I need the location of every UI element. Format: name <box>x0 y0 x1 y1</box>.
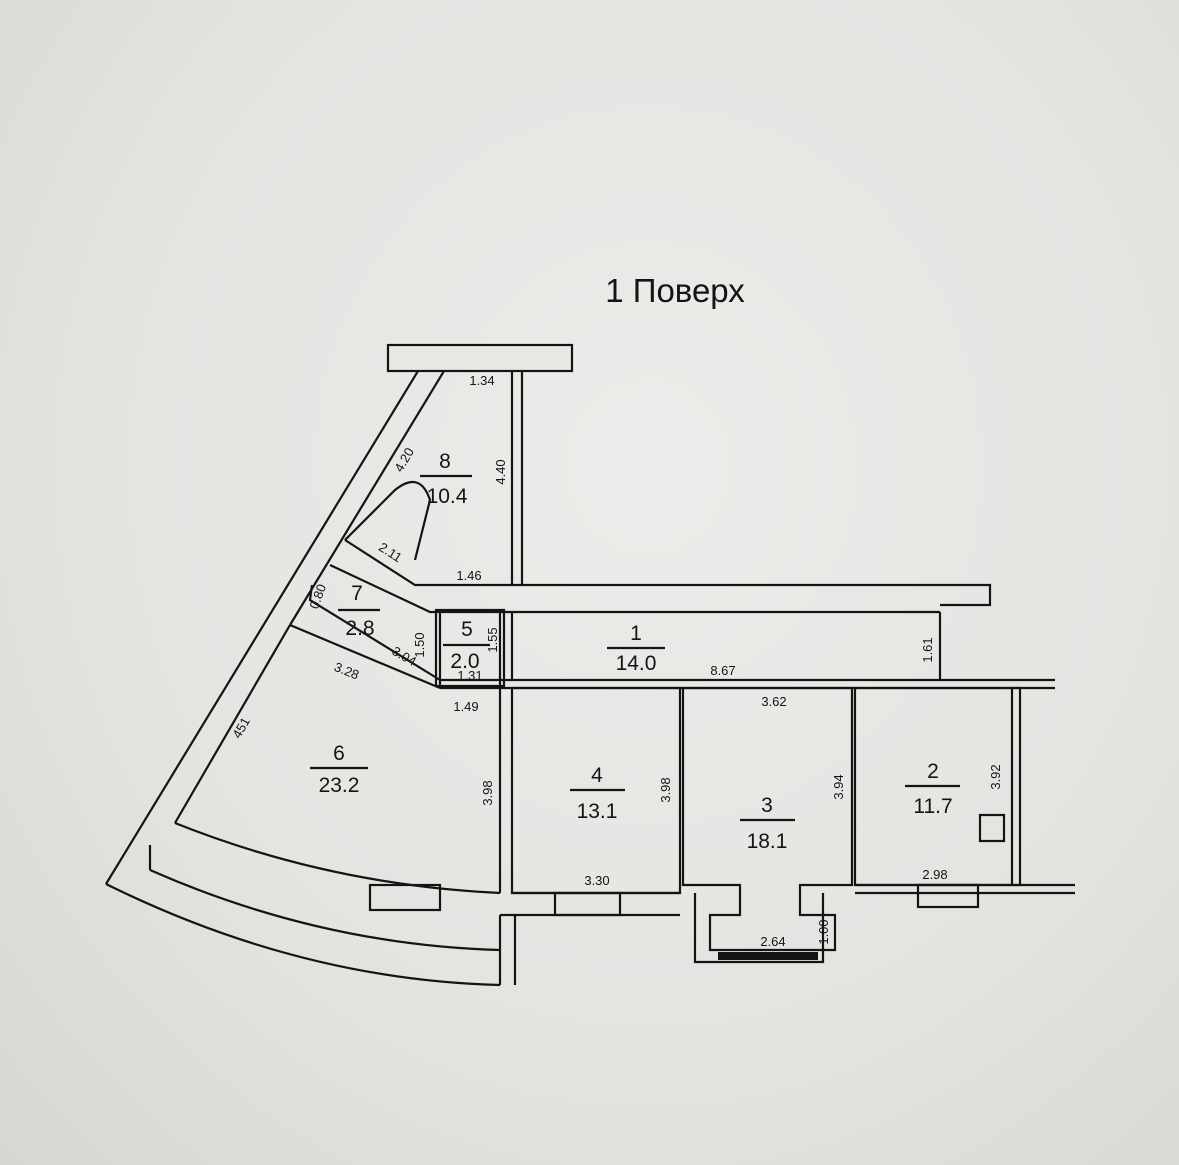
svg-text:1.49: 1.49 <box>453 699 478 714</box>
room-2: 211.7 <box>905 760 960 818</box>
svg-text:4.40: 4.40 <box>493 459 508 484</box>
svg-text:1.50: 1.50 <box>412 632 427 657</box>
svg-text:8.67: 8.67 <box>710 663 735 678</box>
svg-text:2.0: 2.0 <box>450 650 479 673</box>
walls <box>105 343 1075 987</box>
room-labels: 810.4 72.8 52.0 114.0 623.2 413.1 318.1 … <box>310 450 960 853</box>
svg-text:14.0: 14.0 <box>616 652 657 675</box>
svg-text:2: 2 <box>927 760 939 783</box>
room-8: 810.4 <box>420 450 472 508</box>
svg-text:11.7: 11.7 <box>913 795 952 818</box>
svg-text:4: 4 <box>591 764 603 787</box>
svg-text:23.2: 23.2 <box>319 774 360 797</box>
svg-text:6: 6 <box>333 742 345 765</box>
svg-text:13.1: 13.1 <box>577 800 618 823</box>
svg-text:3.98: 3.98 <box>480 780 495 805</box>
svg-text:1.34: 1.34 <box>469 373 494 388</box>
bathtub <box>344 480 432 561</box>
room-7: 72.8 <box>338 582 380 640</box>
svg-text:1.00: 1.00 <box>816 919 831 944</box>
svg-text:3.94: 3.94 <box>831 774 846 799</box>
stove-icon <box>978 813 1006 843</box>
svg-text:3.92: 3.92 <box>988 764 1003 789</box>
floor-title: 1 Поверх <box>605 272 745 309</box>
svg-text:0.80: 0.80 <box>306 582 329 611</box>
room-4: 413.1 <box>570 764 625 823</box>
svg-text:3.28: 3.28 <box>332 659 361 682</box>
svg-text:1.46: 1.46 <box>456 568 481 583</box>
svg-text:1.31: 1.31 <box>457 668 482 683</box>
svg-text:5: 5 <box>461 618 473 641</box>
svg-text:10.4: 10.4 <box>427 485 468 508</box>
svg-text:7: 7 <box>351 582 363 605</box>
svg-text:3.98: 3.98 <box>658 777 673 802</box>
svg-text:2.64: 2.64 <box>760 934 785 949</box>
svg-text:1: 1 <box>630 622 642 645</box>
svg-text:2.8: 2.8 <box>345 617 374 640</box>
svg-text:451: 451 <box>229 715 253 741</box>
svg-text:2.11: 2.11 <box>376 539 405 565</box>
room-3: 318.1 <box>740 794 795 853</box>
top-wall <box>386 343 574 373</box>
svg-text:18.1: 18.1 <box>747 830 788 853</box>
svg-text:1.55: 1.55 <box>485 627 500 652</box>
svg-text:3.62: 3.62 <box>761 694 786 709</box>
windows <box>368 883 980 960</box>
room-5: 52.0 <box>443 618 490 673</box>
svg-text:3.30: 3.30 <box>584 873 609 888</box>
room-6: 623.2 <box>310 742 368 797</box>
svg-text:2.98: 2.98 <box>922 867 947 882</box>
svg-text:8: 8 <box>439 450 451 473</box>
svg-text:4.20: 4.20 <box>391 445 417 474</box>
svg-text:3: 3 <box>761 794 773 817</box>
svg-text:1.61: 1.61 <box>920 637 935 662</box>
room-1: 114.0 <box>607 622 665 675</box>
